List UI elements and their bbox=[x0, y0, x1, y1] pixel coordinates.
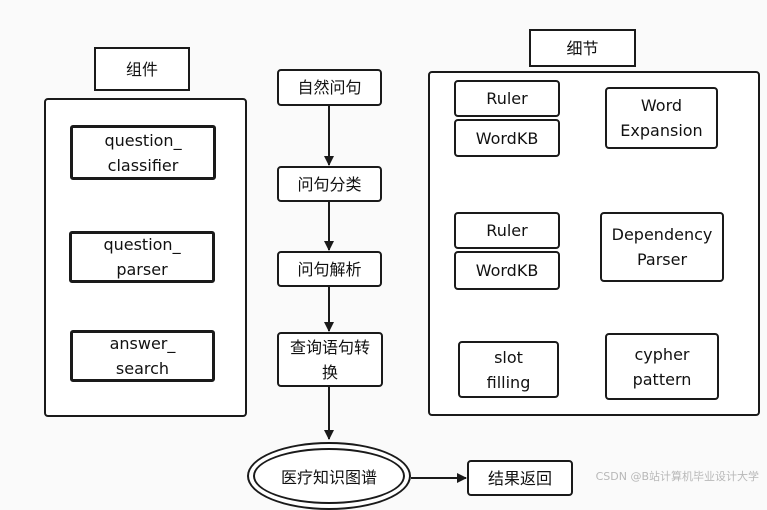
details-label: 细节 bbox=[529, 29, 636, 67]
question-parser-box: question_ parser bbox=[69, 231, 215, 283]
query-conversion-node: 查询语句转 换 bbox=[277, 332, 383, 387]
medical-knowledge-graph-label: 医疗知识图谱 bbox=[253, 448, 405, 504]
word-expansion-box: Word Expansion bbox=[605, 87, 718, 149]
wordkb-box-2: WordKB bbox=[454, 251, 560, 290]
slot-filling-box: slot filling bbox=[458, 341, 559, 398]
components-label: 组件 bbox=[94, 47, 190, 91]
medical-knowledge-graph-node: 医疗知识图谱 bbox=[247, 442, 411, 510]
natural-question-node: 自然问句 bbox=[277, 69, 382, 106]
question-parsing-node: 问句解析 bbox=[277, 251, 382, 287]
dependency-parser-box: Dependency Parser bbox=[600, 212, 724, 282]
answer-search-box: answer_ search bbox=[70, 330, 215, 382]
cypher-pattern-box: cypher pattern bbox=[605, 333, 719, 400]
wordkb-box-1: WordKB bbox=[454, 119, 560, 157]
question-classifier-box: question_ classifier bbox=[70, 125, 216, 180]
result-return-node: 结果返回 bbox=[467, 460, 573, 496]
ruler-box-2: Ruler bbox=[454, 212, 560, 249]
csdn-watermark: CSDN @B站计算机毕业设计大学 bbox=[595, 470, 759, 483]
question-classification-node: 问句分类 bbox=[277, 166, 382, 202]
diagram-canvas: 组件 question_ classifier question_ parser… bbox=[44, 29, 760, 510]
ruler-box-1: Ruler bbox=[454, 80, 560, 117]
